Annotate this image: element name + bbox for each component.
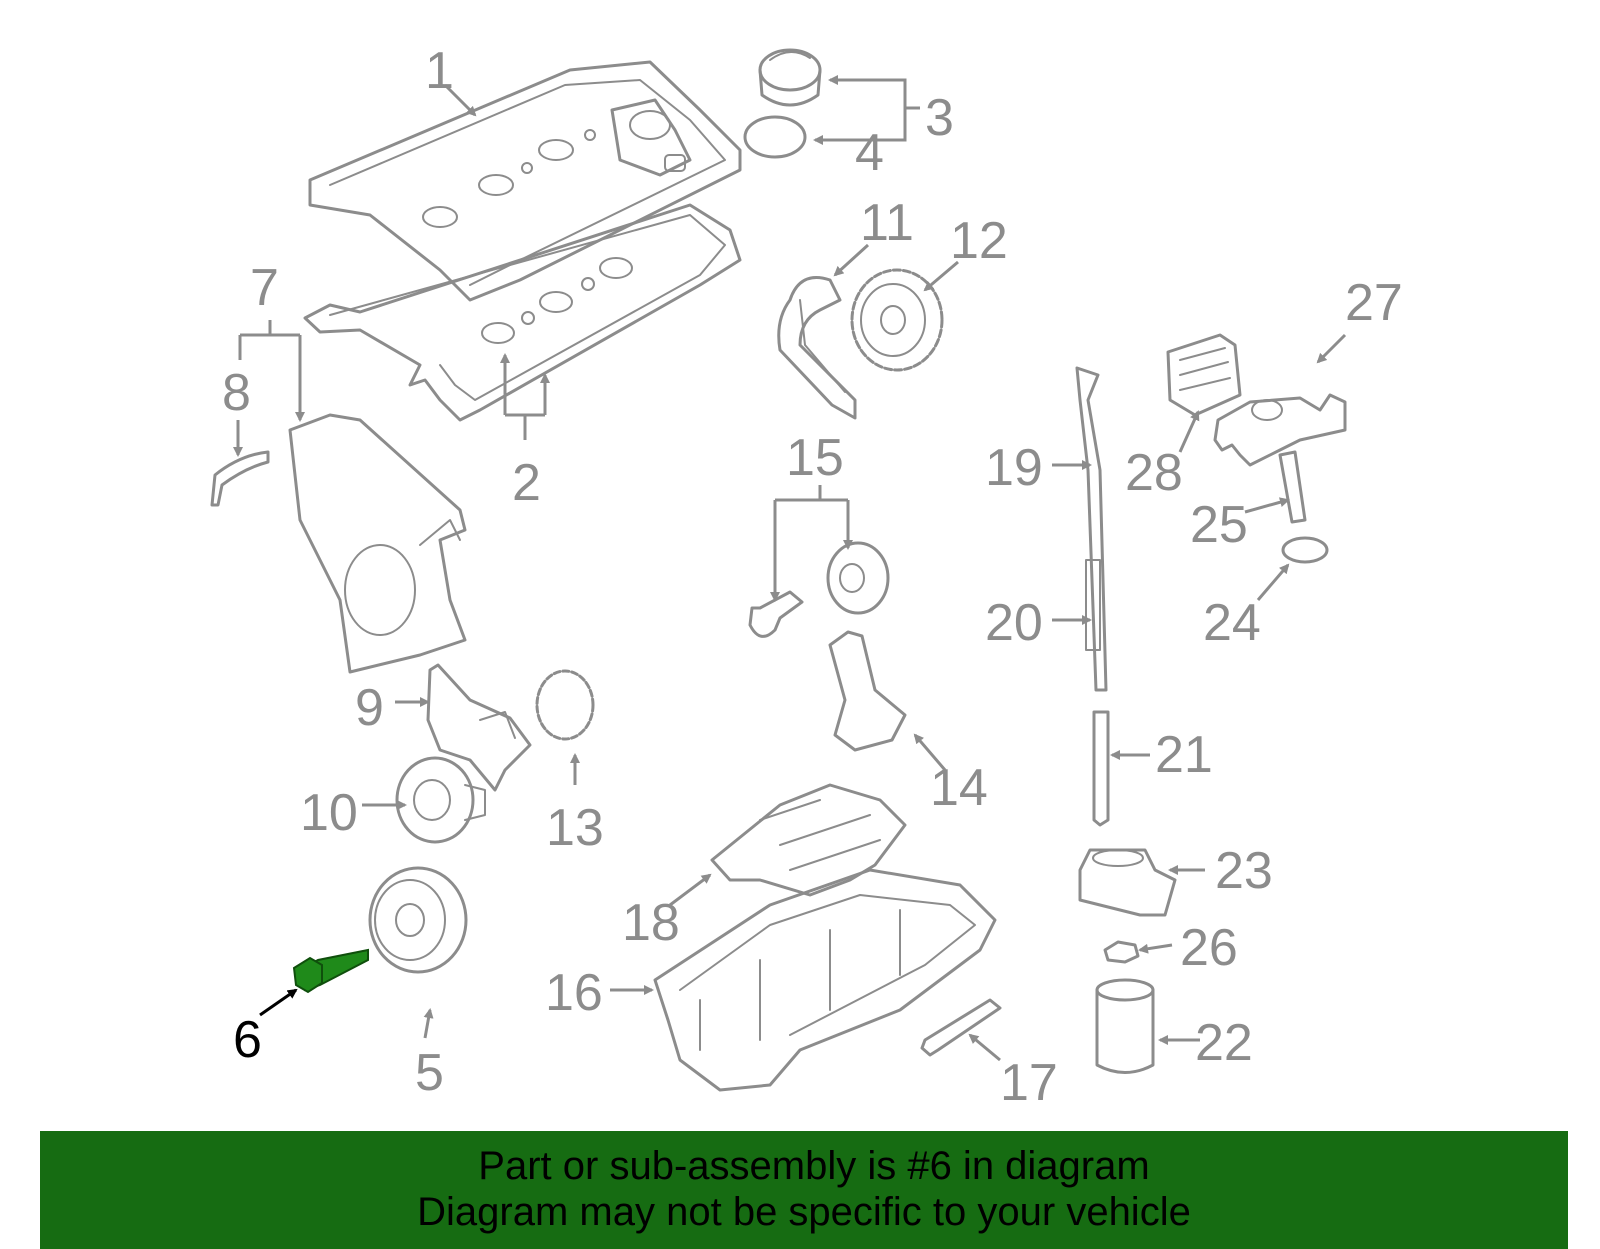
callout-21: 21 xyxy=(1155,726,1213,784)
callout-12: 12 xyxy=(950,212,1008,270)
dipstick-tube-part xyxy=(1092,710,1110,827)
valve-cover-gasket-part xyxy=(303,203,742,422)
stud-part xyxy=(1278,450,1307,524)
callout-8: 8 xyxy=(222,364,251,422)
oil-pan-part xyxy=(653,868,997,1092)
callout-17: 17 xyxy=(1000,1054,1058,1112)
tensioner-part xyxy=(748,541,890,638)
callout-28: 28 xyxy=(1125,444,1183,502)
callout-15: 15 xyxy=(786,429,844,487)
oil-pump-housing-part xyxy=(1213,393,1347,467)
callout-22: 22 xyxy=(1195,1014,1253,1072)
engine-bracket-part xyxy=(828,630,907,752)
callout-labels: 1 2 3 4 5 6 7 8 9 10 11 12 13 14 15 16 1… xyxy=(222,42,1403,1112)
callout-19: 19 xyxy=(985,439,1043,497)
filter-housing-part xyxy=(1078,848,1177,917)
callout-24: 24 xyxy=(1203,594,1261,652)
oil-baffle-part xyxy=(710,783,907,897)
callout-18: 18 xyxy=(622,894,680,952)
callout-4: 4 xyxy=(855,124,884,182)
callout-10: 10 xyxy=(300,784,358,842)
callout-3: 3 xyxy=(925,89,954,147)
banner-line-part-number: Part or sub-assembly is #6 in diagram xyxy=(478,1144,1150,1188)
callout-7: 7 xyxy=(250,259,279,317)
callout-25: 25 xyxy=(1190,496,1248,554)
filter-screen-part xyxy=(1166,333,1242,417)
notice-banner: Part or sub-assembly is #6 in diagram Di… xyxy=(40,1131,1568,1249)
callout-23: 23 xyxy=(1215,842,1273,900)
crankshaft-pulley-part xyxy=(368,866,468,974)
callout-13: 13 xyxy=(546,799,604,857)
timing-cover-part xyxy=(288,413,467,674)
callout-20: 20 xyxy=(985,594,1043,652)
leader-lines xyxy=(233,75,1347,1062)
crankshaft-bolt-part xyxy=(292,948,369,994)
oil-filler-cap-part xyxy=(758,48,822,107)
crank-gear-part xyxy=(535,669,595,741)
banner-line-disclaimer: Diagram may not be specific to your vehi… xyxy=(417,1190,1191,1234)
callout-9: 9 xyxy=(355,679,384,737)
callout-11: 11 xyxy=(860,194,914,252)
callout-26: 26 xyxy=(1180,919,1238,977)
callout-16: 16 xyxy=(545,964,603,1022)
small-gasket-part xyxy=(1103,940,1140,964)
timing-belt-part xyxy=(777,276,857,420)
oil-filter-part xyxy=(1095,978,1155,1074)
callout-6: 6 xyxy=(233,1011,262,1069)
dipstick-part xyxy=(1075,366,1108,692)
callout-1: 1 xyxy=(425,42,454,100)
small-seal-part xyxy=(210,450,270,507)
camshaft-gear-part xyxy=(850,268,944,372)
seal-ring-part xyxy=(1281,536,1329,564)
callout-14: 14 xyxy=(930,759,988,817)
callout-2: 2 xyxy=(512,454,541,512)
valve-cover-part xyxy=(308,60,742,302)
crankshaft-sprocket-part xyxy=(395,756,486,844)
callout-5: 5 xyxy=(415,1044,444,1102)
callout-27: 27 xyxy=(1345,274,1403,332)
sealant-tube-part xyxy=(920,998,1002,1057)
cap-seal-ring-part xyxy=(743,115,807,159)
lower-timing-cover-part xyxy=(426,663,532,792)
